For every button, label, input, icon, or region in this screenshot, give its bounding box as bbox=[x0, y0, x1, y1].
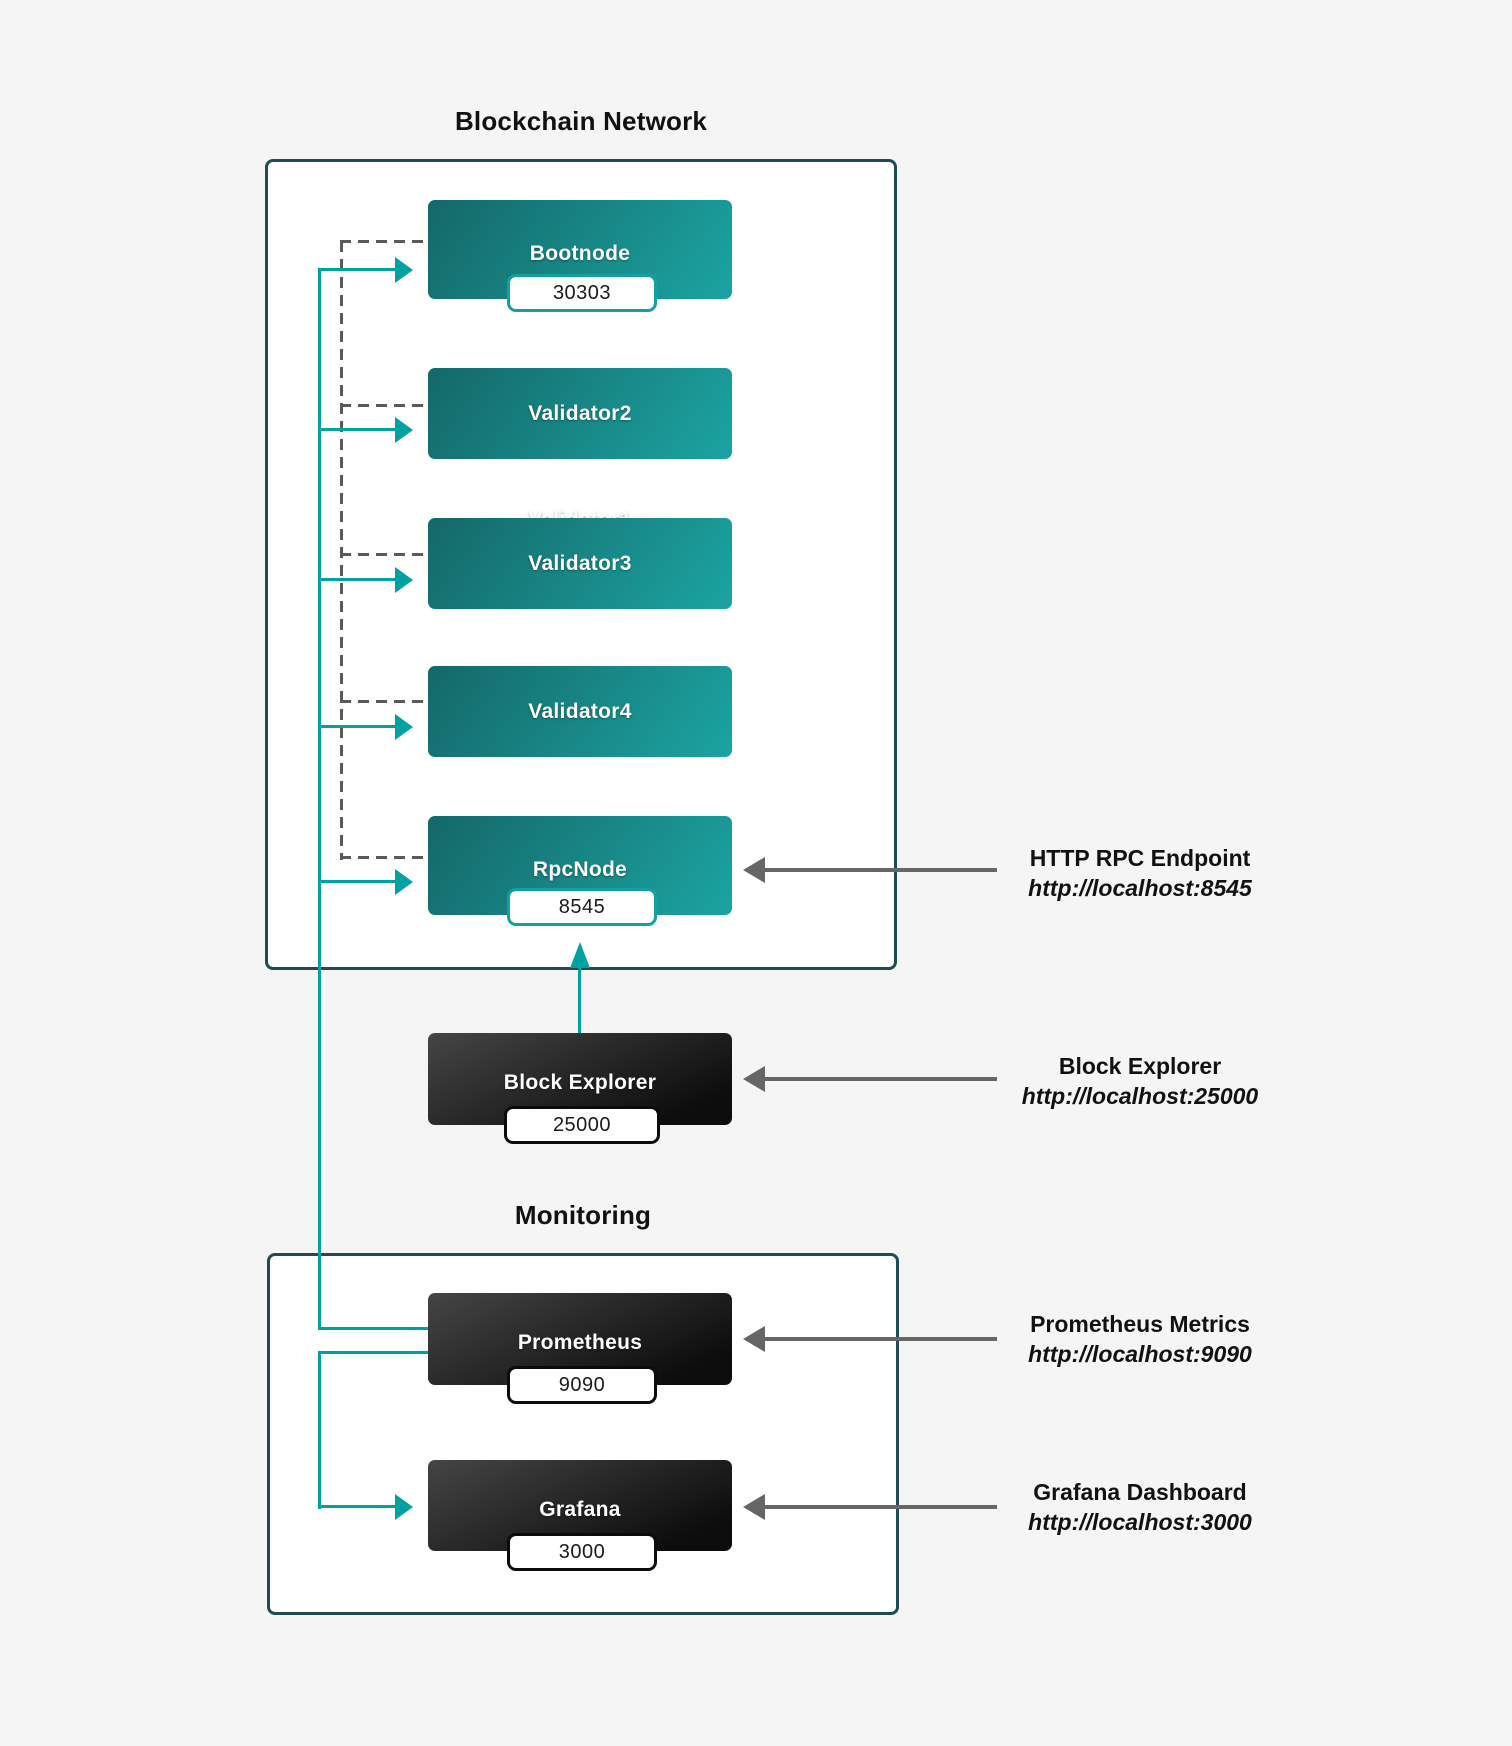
validator3-label: Validator3 bbox=[528, 551, 632, 575]
arrowhead-into-validator3 bbox=[395, 567, 413, 593]
gray-line-grafana bbox=[764, 1505, 997, 1509]
node-validator2: Validator2 bbox=[428, 368, 732, 459]
arrowhead-into-validator4 bbox=[395, 714, 413, 740]
annotation-explorer-title: Block Explorer bbox=[1058, 1053, 1222, 1079]
teal-explorer-rpc-line bbox=[578, 966, 581, 1033]
gray-arrowhead-prometheus bbox=[743, 1326, 765, 1352]
node-validator4: Validator4 bbox=[428, 666, 732, 757]
dashed-branch-validator2 bbox=[340, 404, 428, 407]
bootnode-port-badge: 30303 bbox=[507, 274, 657, 312]
annotation-grafana-url: http://localhost:3000 bbox=[1028, 1509, 1252, 1535]
dashed-branch-bootnode bbox=[340, 240, 428, 243]
rpcnode-port-badge: 8545 bbox=[507, 888, 657, 926]
gray-line-block-explorer bbox=[764, 1077, 997, 1081]
teal-branch-validator3 bbox=[318, 578, 395, 581]
gray-arrowhead-rpcnode bbox=[743, 857, 765, 883]
annotation-explorer-url: http://localhost:25000 bbox=[1021, 1083, 1259, 1109]
teal-line-out-of-prometheus bbox=[318, 1351, 430, 1354]
annotation-rpc-url: http://localhost:8545 bbox=[1028, 875, 1252, 901]
teal-prometheus-grafana-line bbox=[318, 1351, 321, 1509]
arrowhead-into-bootnode bbox=[395, 257, 413, 283]
annotation-grafana: Grafana Dashboard http://localhost:3000 bbox=[970, 1477, 1310, 1537]
teal-branch-validator4 bbox=[318, 725, 395, 728]
teal-branch-rpcnode bbox=[318, 880, 395, 883]
rpcnode-label: RpcNode bbox=[532, 857, 628, 881]
grafana-label: Grafana bbox=[539, 1497, 621, 1521]
dashed-branch-validator3 bbox=[340, 553, 428, 556]
gray-line-rpc-endpoint bbox=[764, 868, 997, 872]
block-explorer-label: Block Explorer bbox=[503, 1071, 657, 1094]
arrowhead-into-grafana bbox=[395, 1494, 413, 1520]
bootnode-label: Bootnode bbox=[529, 241, 631, 265]
teal-trunk-line bbox=[318, 268, 321, 1330]
prometheus-label: Prometheus bbox=[517, 1331, 643, 1354]
arrowhead-into-rpcnode bbox=[395, 869, 413, 895]
annotation-block-explorer: Block Explorer http://localhost:25000 bbox=[970, 1051, 1310, 1111]
validator2-label: Validator2 bbox=[528, 401, 632, 425]
gray-arrowhead-grafana bbox=[743, 1494, 765, 1520]
prometheus-port-badge: 9090 bbox=[507, 1366, 657, 1404]
dashed-trunk-line bbox=[340, 241, 343, 860]
node-validator3: Validator3 bbox=[428, 518, 732, 609]
annotation-prometheus: Prometheus Metrics http://localhost:9090 bbox=[970, 1309, 1310, 1369]
arrowhead-into-validator2 bbox=[395, 417, 413, 443]
teal-branch-bootnode bbox=[318, 268, 395, 271]
annotation-prometheus-title: Prometheus Metrics bbox=[1030, 1311, 1250, 1337]
annotation-rpc-title: HTTP RPC Endpoint bbox=[1029, 845, 1251, 871]
grafana-port-badge: 3000 bbox=[507, 1533, 657, 1571]
validator4-label: Validator4 bbox=[528, 699, 632, 723]
gray-arrowhead-block-explorer bbox=[743, 1066, 765, 1092]
annotation-prometheus-url: http://localhost:9090 bbox=[1028, 1341, 1252, 1367]
block-explorer-port-badge: 25000 bbox=[504, 1106, 660, 1144]
teal-branch-validator2 bbox=[318, 428, 395, 431]
blockchain-network-title: Blockchain Network bbox=[454, 106, 708, 136]
annotation-grafana-title: Grafana Dashboard bbox=[1033, 1479, 1247, 1505]
dashed-branch-rpcnode bbox=[340, 856, 428, 859]
arrowhead-up-into-rpcnode-port bbox=[570, 942, 590, 968]
monitoring-title: Monitoring bbox=[514, 1200, 652, 1230]
teal-line-into-prometheus bbox=[318, 1327, 430, 1330]
dashed-branch-validator4 bbox=[340, 700, 428, 703]
gray-line-prometheus bbox=[764, 1337, 997, 1341]
teal-branch-grafana bbox=[318, 1505, 395, 1508]
annotation-rpc-endpoint: HTTP RPC Endpoint http://localhost:8545 bbox=[970, 843, 1310, 903]
